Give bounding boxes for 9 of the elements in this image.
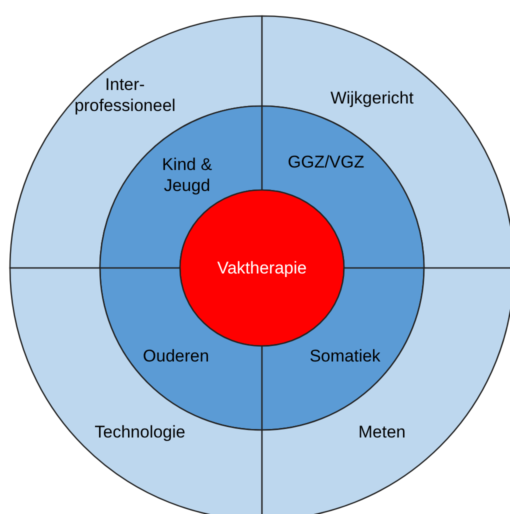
segment-label: Technologie	[94, 422, 186, 442]
segment-label: Ouderen	[142, 346, 210, 366]
segment-label: Inter- professioneel	[73, 74, 177, 116]
segment-label: Wijkgericht	[330, 88, 414, 108]
segment-label: GGZ/VGZ	[288, 152, 364, 172]
segment-label: Somatiek	[310, 346, 380, 366]
segment-label: Kind & Jeugd	[160, 154, 214, 196]
center-label: Vaktherapie	[217, 258, 307, 278]
segment-label: Meten	[358, 422, 406, 442]
